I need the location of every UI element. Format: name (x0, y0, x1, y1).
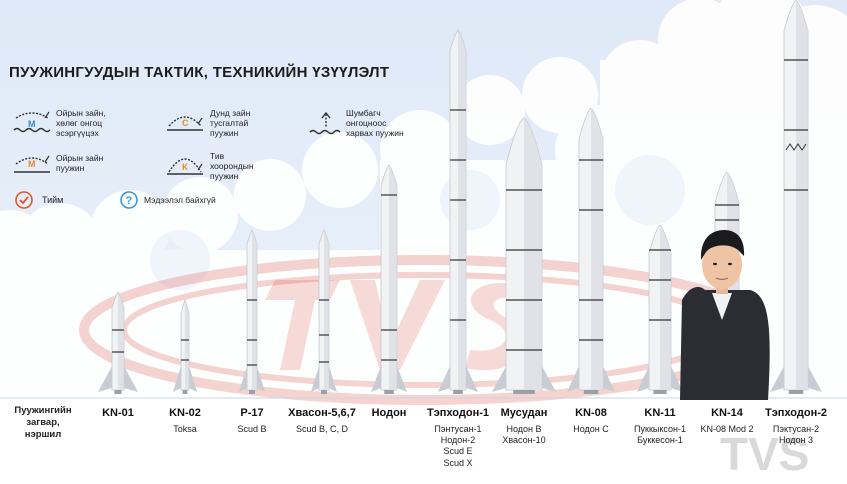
missile-name: Нодон (371, 407, 407, 419)
missile-2 (173, 298, 197, 394)
missile-alias: Пэнтусан-1 Нодон-2 Scud E Scud X (434, 424, 482, 468)
missile-name: KN-02 (169, 407, 201, 419)
missile-name: KN-14 (711, 407, 743, 419)
svg-text:С: С (182, 118, 189, 128)
submarine-launch-icon (309, 111, 341, 135)
spring-detail (785, 143, 807, 151)
missile-8 (567, 107, 615, 394)
missile-alias: Scud B, C, D (295, 424, 349, 434)
legend-short-range-label: Ойрын зайн пуужин (56, 153, 104, 173)
missile-5 (371, 164, 407, 394)
short-range-missile-icon: М (14, 155, 50, 173)
legend-yes-label: Тийм (42, 195, 64, 205)
missile-alias: Пуккыксон-1 Буккесон-1 (634, 424, 686, 446)
legend-land-sea-label: Ойрын зайн, хөлөг онгоц эсэргүүцэх (56, 108, 106, 138)
missile-name: Хвасон-5,6,7 (288, 407, 356, 419)
svg-text:М: М (28, 119, 36, 129)
missile-alias: Пэктусан-2 Нодон 3 (772, 424, 820, 446)
missile-name: KN-01 (102, 407, 134, 419)
svg-text:?: ? (126, 195, 133, 207)
check-icon (15, 191, 33, 209)
missile-9 (637, 224, 683, 394)
missile-alias: Нодон В Хвасон-10 (502, 424, 546, 446)
intercontinental-missile-icon: К (167, 158, 203, 175)
missile-1 (98, 291, 138, 394)
legend-submarine-label: Шумбагч онгоцноос харвах пуужин (346, 108, 404, 138)
missile-3 (239, 229, 265, 394)
legend-medium-range-label: Дунд зайн тусгалтай пуужин (210, 108, 251, 138)
missile-name: KN-08 (575, 407, 607, 419)
row-label: Пуужингийн загвар, нэршил (14, 405, 72, 440)
legend-intercontinental-label: Тив хоорондын пуужин (210, 151, 254, 181)
missile-alias: Нодон С (573, 424, 609, 434)
missile-alias: Toksa (173, 424, 197, 434)
missile-6 (438, 29, 478, 394)
missile-name: Тэпходон-1 (427, 407, 489, 419)
question-icon: ? (120, 191, 138, 209)
missile-alias: KN-08 Mod 2 (700, 424, 754, 434)
svg-text:К: К (182, 162, 188, 172)
missile-4 (311, 229, 337, 394)
page-title: ПУУЖИНГУУДЫН ТАКТИК, ТЕХНИКИЙН ҮЗҮҮЛЭЛТ (9, 64, 390, 81)
missile-name: Тэпходон-2 (765, 407, 827, 419)
svg-text:TVS: TVS (720, 428, 809, 480)
missile-name: Мусудан (500, 407, 548, 419)
missile-alias: Scud B (237, 424, 267, 434)
missile-11 (770, 0, 822, 394)
missile-name: KN-11 (644, 407, 676, 419)
tvs-logo-corner: TVS (720, 428, 809, 480)
medium-range-missile-icon: С (167, 116, 203, 131)
missile-name: Р-17 (240, 407, 264, 419)
missile-7 (492, 117, 556, 394)
land-sea-missile-icon: М (13, 111, 51, 133)
legend-unknown-label: Мэдээлэл байхгүй (144, 195, 216, 205)
svg-text:М: М (28, 159, 36, 169)
